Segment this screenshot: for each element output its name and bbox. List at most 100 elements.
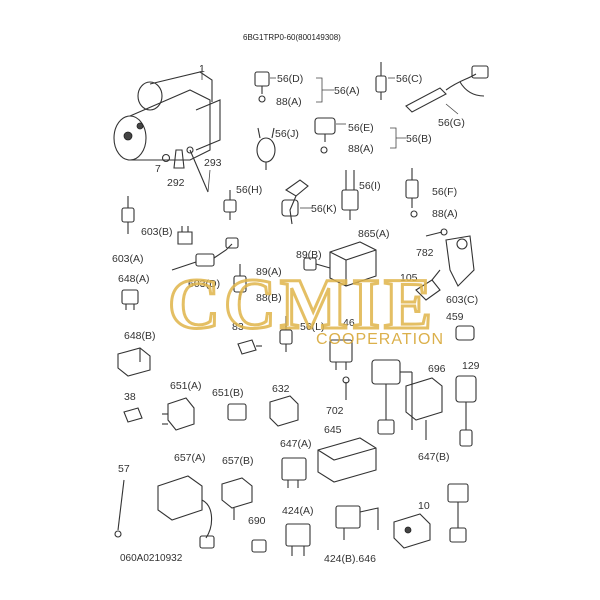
relay-648b-part <box>117 347 151 377</box>
watermark-text: CCMIE <box>168 264 436 344</box>
sensor-56h-part <box>223 190 237 220</box>
module-657a-part <box>157 475 215 549</box>
label-56k: 56(K) <box>311 203 337 215</box>
drawing-code: 060A0210932 <box>120 553 183 564</box>
module-657b-part <box>221 477 253 520</box>
sensor-56e-part <box>314 117 346 154</box>
connector-459-part <box>455 325 475 341</box>
diagram-title: 6BG1TRP0-60(800149308) <box>243 33 341 42</box>
connector-603b-part <box>177 226 193 245</box>
label-292: 292 <box>167 177 185 189</box>
label-645: 645 <box>324 424 342 436</box>
label-651b: 651(B) <box>212 387 244 399</box>
relay-647b-part <box>447 483 469 543</box>
label-690: 690 <box>248 515 266 527</box>
controller-645-part <box>317 437 377 483</box>
sensor-56i-part <box>341 170 359 220</box>
label-88a-2: 88(A) <box>348 143 374 155</box>
label-46: 46 <box>343 317 355 329</box>
label-782: 782 <box>416 247 434 259</box>
harness-part <box>371 359 413 435</box>
watermark-subtext: COOPERATION <box>316 331 444 348</box>
label-603c: 603(C) <box>446 294 478 306</box>
switch-10-part <box>393 513 431 549</box>
bolt-702-part <box>342 376 350 400</box>
label-459: 459 <box>446 311 464 323</box>
label-657a: 657(A) <box>174 452 206 464</box>
clip-38-part <box>123 407 143 423</box>
label-7: 7 <box>155 163 161 175</box>
relay-424b-part <box>335 505 379 540</box>
connector-690-part <box>251 539 267 553</box>
relay-865a-part <box>303 241 377 287</box>
module-696-part <box>405 377 443 440</box>
bolt-7-part <box>161 153 171 163</box>
label-56h: 56(H) <box>236 184 262 196</box>
terminal-292-part <box>173 149 185 169</box>
bolt-782-part <box>425 228 448 237</box>
starter-motor-part <box>113 68 221 161</box>
label-129: 129 <box>462 360 480 372</box>
sensor-56k-part <box>281 179 312 225</box>
relay-632-part <box>269 395 299 427</box>
label-603b: 603(B) <box>141 226 173 238</box>
sensor-56j-part <box>256 127 276 170</box>
label-56g: 56(G) <box>438 117 465 129</box>
label-57: 57 <box>118 463 130 475</box>
label-648b: 648(B) <box>124 330 156 342</box>
watermark: CCMIE COOPERATION <box>167 263 444 349</box>
label-651a: 651(A) <box>170 380 202 392</box>
label-648a: 648(A) <box>118 273 150 285</box>
label-56e: 56(E) <box>348 122 374 134</box>
label-293: 293 <box>204 157 222 169</box>
relay-651a-part <box>162 397 195 431</box>
label-89a: 89(A) <box>256 266 282 278</box>
label-647a: 647(A) <box>280 438 312 450</box>
bulb-83-part <box>237 339 262 355</box>
label-56b: 56(B) <box>406 133 432 145</box>
label-424a: 424(A) <box>282 505 314 517</box>
sensor-56c-part <box>375 62 395 100</box>
label-603a: 603(A) <box>112 253 144 265</box>
relay-651b-part <box>227 403 247 421</box>
sensor-56l-part <box>279 316 293 352</box>
sensor-56d-part <box>254 71 276 103</box>
sensor-105-part <box>415 269 441 301</box>
label-702: 702 <box>326 405 344 417</box>
relay-647a-part <box>281 457 307 488</box>
sensor-603d-part <box>171 237 239 271</box>
sensor-56g-part <box>405 65 489 115</box>
label-56d: 56(D) <box>277 73 303 85</box>
label-696: 696 <box>428 363 446 375</box>
sensor-89a-part <box>233 264 247 300</box>
label-1: 1 <box>199 63 205 75</box>
label-56j: 56(J) <box>275 128 299 140</box>
leader-lines <box>207 77 406 193</box>
label-424b: 424(B).646 <box>324 553 376 565</box>
relay-46-part <box>329 339 353 370</box>
relay-424a-part <box>285 523 311 556</box>
label-647b: 647(B) <box>418 451 450 463</box>
label-603d: 603(D) <box>188 278 220 290</box>
cable-57-part <box>114 479 125 538</box>
relay-648a-part <box>121 289 139 310</box>
cable-293-part <box>186 146 209 193</box>
label-56f: 56(F) <box>432 186 457 198</box>
label-657b: 657(B) <box>222 455 254 467</box>
sensor-603a-part <box>121 196 135 234</box>
label-10: 10 <box>418 500 430 512</box>
label-38: 38 <box>124 391 136 403</box>
sensor-129-part <box>455 375 477 447</box>
label-83: 83 <box>232 321 244 333</box>
label-89b: 89(B) <box>296 249 322 261</box>
label-865a: 865(A) <box>358 228 390 240</box>
sensor-56f-part <box>405 168 419 218</box>
label-105: 105 <box>400 272 418 284</box>
label-88a-3: 88(A) <box>432 208 458 220</box>
label-56l: 56(L) <box>300 321 325 333</box>
label-88a-1: 88(A) <box>276 96 302 108</box>
label-56c: 56(C) <box>396 73 422 85</box>
label-632: 632 <box>272 383 290 395</box>
label-56i: 56(I) <box>359 180 381 192</box>
